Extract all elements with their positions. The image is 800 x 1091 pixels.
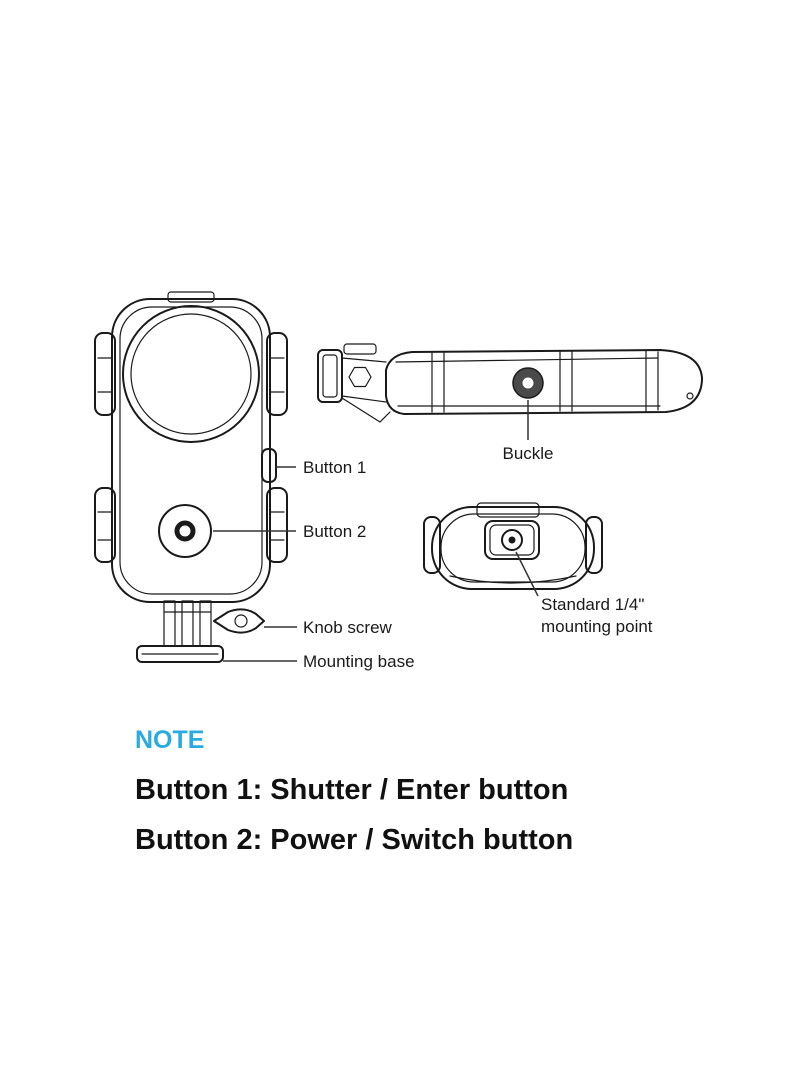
note-title: NOTE bbox=[135, 726, 204, 754]
buckle-label: Buckle bbox=[502, 444, 553, 463]
case-inner-outline bbox=[119, 306, 263, 595]
front-view-illustration bbox=[94, 291, 288, 663]
bottom-left-ear bbox=[423, 516, 441, 574]
clamp-plate bbox=[317, 349, 343, 403]
mount-prong-3 bbox=[199, 600, 212, 647]
mounting-base-shape bbox=[136, 645, 224, 663]
case-outer-outline bbox=[111, 298, 271, 603]
knob-screw-shape bbox=[213, 608, 265, 634]
buckle-screw-center bbox=[522, 377, 534, 389]
mount-prong-1 bbox=[163, 600, 176, 647]
clamp-arm-bottom bbox=[341, 395, 387, 403]
button2-outer bbox=[158, 504, 212, 558]
button1-shape bbox=[261, 448, 277, 483]
mount-thread-ring bbox=[501, 529, 523, 551]
right-clip-top bbox=[266, 332, 288, 416]
mounting-point-leader bbox=[515, 551, 539, 597]
bottom-outer-outline bbox=[431, 506, 595, 590]
button2-label: Button 2 bbox=[303, 522, 366, 541]
note-line-2: Button 2: Power / Switch button bbox=[135, 824, 573, 856]
bottom-inner-outline bbox=[440, 513, 586, 583]
button1-label: Button 1 bbox=[303, 458, 366, 477]
left-clip-bottom bbox=[94, 487, 116, 563]
side-body-topline bbox=[395, 357, 659, 363]
bottom-view-illustration bbox=[423, 502, 603, 590]
bottom-top-tab bbox=[476, 502, 540, 518]
mount-plate-outer bbox=[484, 520, 540, 560]
clamp-arm-top bbox=[341, 357, 387, 363]
left-clip-top bbox=[94, 332, 116, 416]
clamp-top-tab bbox=[343, 343, 377, 355]
mount-thread-center bbox=[508, 536, 516, 544]
button2-inner bbox=[174, 520, 196, 542]
mounting-point-label-line2: mounting point bbox=[541, 617, 653, 636]
clamp-plate-inner bbox=[322, 354, 338, 398]
note-line-1: Button 1: Shutter / Enter button bbox=[135, 774, 568, 806]
right-clip-bottom bbox=[266, 487, 288, 563]
mount-prong-2 bbox=[181, 600, 194, 647]
case-top-tab bbox=[167, 291, 215, 303]
side-view-illustration bbox=[317, 343, 703, 423]
knob-screw-center bbox=[234, 614, 248, 628]
clamp-lower-arm bbox=[341, 397, 391, 423]
mounting-point-label-line1: Standard 1/4" bbox=[541, 595, 644, 614]
lens-outer-ring bbox=[122, 305, 260, 443]
mounting-base-label: Mounting base bbox=[303, 652, 415, 671]
side-body-outline bbox=[385, 349, 703, 415]
bottom-right-ear bbox=[585, 516, 603, 574]
mount-plate-inner bbox=[489, 524, 535, 556]
bottom-curve-line bbox=[449, 575, 577, 584]
knob-screw-label: Knob screw bbox=[303, 618, 393, 637]
side-end-dot bbox=[686, 392, 694, 400]
lens-inner-ring bbox=[130, 313, 252, 435]
clamp-hex-nut bbox=[348, 366, 372, 388]
